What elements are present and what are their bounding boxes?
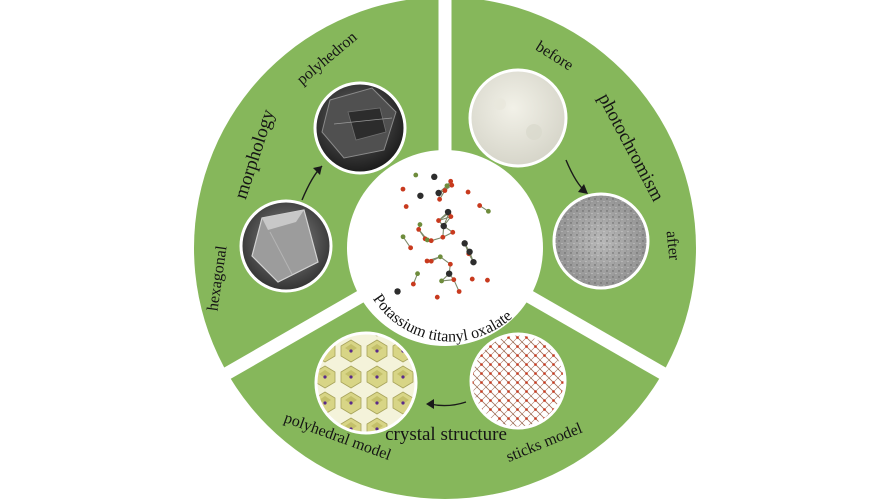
molecule-atom <box>408 245 414 251</box>
before-sample-image <box>470 70 566 166</box>
crystal-structure-section: sticks model crystal structure polyhedra… <box>282 331 585 466</box>
molecule-atom <box>417 192 424 199</box>
molecule-atom <box>434 294 440 300</box>
molecule-atom <box>394 288 401 295</box>
molecule-atom <box>437 196 442 202</box>
molecule-atom <box>448 178 454 184</box>
molecule-atom <box>477 203 483 208</box>
molecule-atom <box>400 234 406 240</box>
molecule-atom <box>410 281 416 287</box>
molecule-atom <box>416 226 422 232</box>
molecule-atom <box>437 254 443 260</box>
molecule-atom <box>400 186 406 192</box>
molecule-atom <box>403 204 409 209</box>
molecule-atom <box>424 258 430 264</box>
molecule-atom <box>435 189 442 197</box>
morphology-section: hexagonal morphology polyhedron <box>205 29 407 312</box>
molecule-atom <box>444 208 452 216</box>
molecule-atom <box>442 188 448 193</box>
molecule-atom <box>461 240 468 247</box>
molecule-atom <box>465 189 471 195</box>
molecule-atom <box>445 270 453 277</box>
molecule-atom <box>431 173 438 181</box>
hexagonal-crystal-image <box>241 201 331 291</box>
molecule-atom <box>470 258 477 266</box>
molecule-atom <box>436 218 441 223</box>
center-disc <box>347 150 543 346</box>
molecular-structure-image <box>394 172 491 300</box>
molecule-atom <box>456 289 462 294</box>
molecule-atom <box>449 182 455 188</box>
molecule-atom <box>447 261 453 267</box>
molecule-atom <box>440 222 447 230</box>
molecule-atom <box>417 222 423 227</box>
molecule-atom <box>415 271 420 277</box>
after-sample-image <box>554 194 648 288</box>
molecule-atom <box>428 238 434 244</box>
molecule-atom <box>451 277 457 283</box>
crystal-structure-title: crystal structure <box>385 424 507 445</box>
sticks-model-image <box>471 334 565 428</box>
molecule-atom <box>448 214 454 220</box>
molecule-atom <box>413 172 419 178</box>
after-label: after <box>662 230 682 262</box>
molecule-atom <box>439 278 444 284</box>
molecule-atom <box>485 208 491 214</box>
molecule-atom <box>466 248 473 256</box>
molecule-atom <box>440 234 446 240</box>
molecule-atom <box>428 258 434 264</box>
polyhedron-crystal-image <box>315 83 405 173</box>
polyhedral-model-image <box>316 333 416 433</box>
molecule-atom <box>444 183 450 189</box>
molecule-atom <box>450 229 456 235</box>
molecule-atom <box>485 277 490 283</box>
molecule-atom <box>469 276 475 282</box>
molecule-atom <box>424 237 430 243</box>
